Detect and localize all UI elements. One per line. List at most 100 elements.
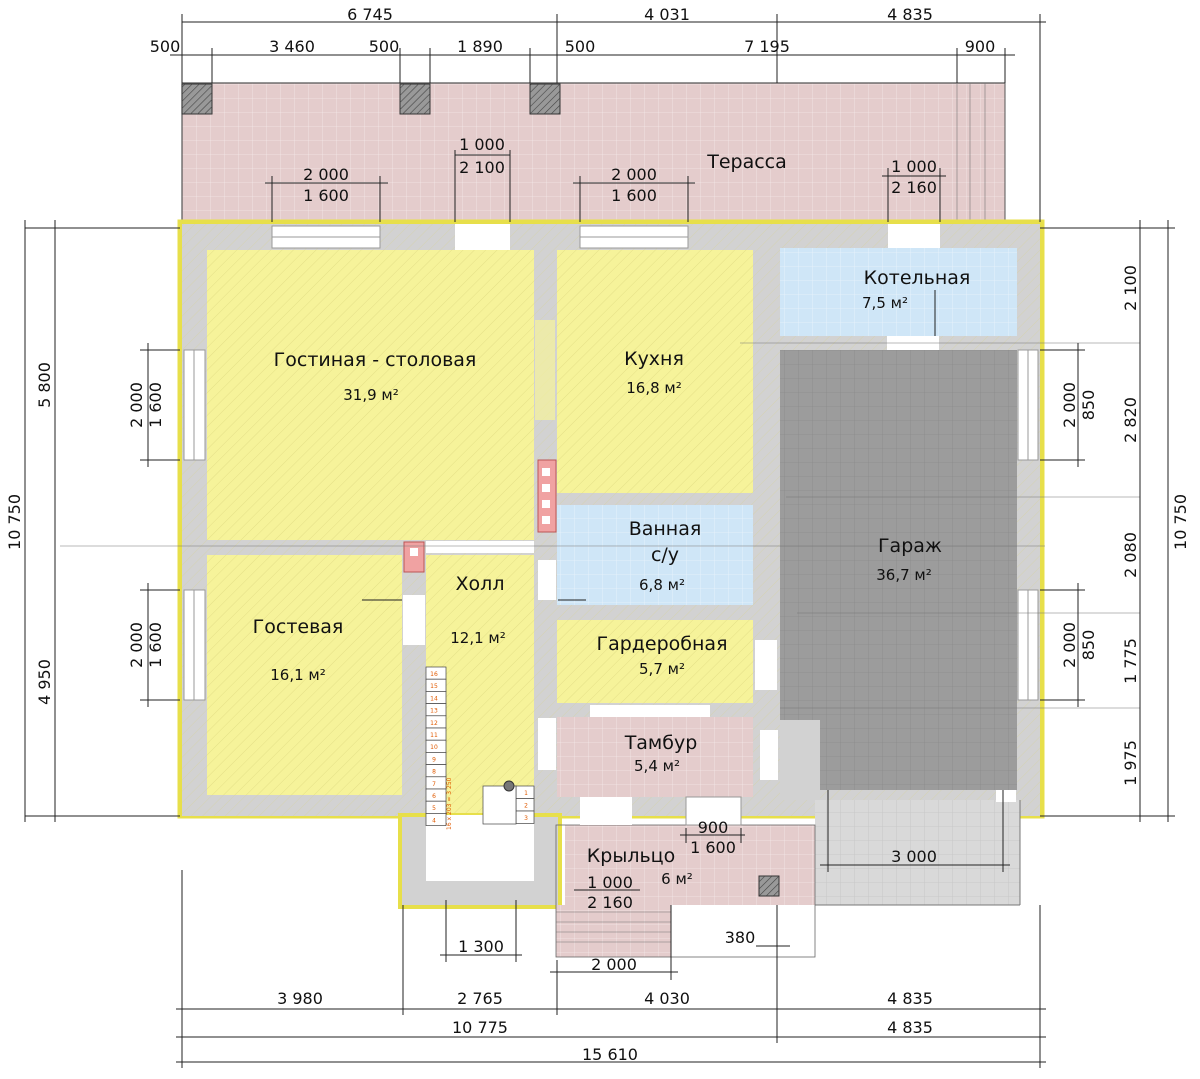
dim-left-win-lo-a: 2 000 xyxy=(127,622,146,668)
dim-top-1: 6 745 xyxy=(347,5,393,24)
area-kitchen: 16,8 м² xyxy=(626,379,682,397)
dim-top2-1: 500 xyxy=(150,37,181,56)
dim-left-upper: 5 800 xyxy=(35,362,54,408)
dim-top2-3: 500 xyxy=(369,37,400,56)
label-bath-wc: с/у xyxy=(651,544,679,566)
dim-bottom-3: 4 030 xyxy=(644,989,690,1008)
dim-right-outer: 10 750 xyxy=(1171,494,1190,550)
dim-porch-door-w: 1 000 xyxy=(587,873,633,892)
dim-left-win-lo-b: 1 600 xyxy=(146,622,165,668)
dim-porch-win-h: 1 600 xyxy=(690,838,736,857)
area-vestibule: 5,4 м² xyxy=(634,757,680,775)
dim-right-win-lo-a: 2 000 xyxy=(1060,622,1079,668)
dim-porch-width: 2 000 xyxy=(591,955,637,974)
area-guest: 16,1 м² xyxy=(270,666,326,684)
stair-step-number: 16 xyxy=(430,671,438,678)
dim-right-seg-3: 2 080 xyxy=(1121,532,1140,578)
label-bath: Ванная xyxy=(629,518,702,540)
dim-right-seg-4: 1 775 xyxy=(1121,638,1140,684)
annotation-lines xyxy=(60,290,1140,709)
dim-right-win-up-b: 850 xyxy=(1079,390,1098,421)
dim-top2-5: 500 xyxy=(565,37,596,56)
stair-step-number: 12 xyxy=(430,720,438,727)
stair-step-number: 10 xyxy=(430,744,438,751)
dim-win-terrace-2-h: 1 600 xyxy=(611,186,657,205)
stair-landing xyxy=(482,785,517,825)
dim-win-terrace-2-w: 2 000 xyxy=(611,165,657,184)
garage-apron xyxy=(815,800,1021,906)
dim-door-terrace-h: 2 100 xyxy=(459,158,505,177)
area-boiler: 7,5 м² xyxy=(862,294,908,312)
dim-top2-2: 3 460 xyxy=(269,37,315,56)
dim-right-win-lo-b: 850 xyxy=(1079,630,1098,661)
dim-top-2: 4 031 xyxy=(644,5,690,24)
label-hall: Холл xyxy=(456,573,505,595)
stair-step-number: 15 xyxy=(430,683,438,690)
room-labels: Терасса Котельная 7,5 м² Гостиная - стол… xyxy=(253,151,971,888)
stair-step-number: 8 xyxy=(432,769,436,776)
stair-step-number: 4 xyxy=(432,817,436,824)
dim-right-seg-1: 2 100 xyxy=(1121,265,1140,311)
stair-step xyxy=(425,813,447,826)
stair-label: 16 х 203 = 3 250 xyxy=(446,777,453,830)
label-wardrobe: Гардеробная xyxy=(596,633,727,655)
label-living: Гостиная - столовая xyxy=(274,349,477,371)
dim-win-terrace-1-w: 2 000 xyxy=(303,165,349,184)
area-living: 31,9 м² xyxy=(343,386,399,404)
area-wardrobe: 5,7 м² xyxy=(639,660,685,678)
label-kitchen: Кухня xyxy=(624,348,684,370)
stair-step-number: 5 xyxy=(432,805,436,812)
stair-step xyxy=(425,752,447,765)
stair-step xyxy=(425,764,447,778)
area-bath: 6,8 м² xyxy=(639,576,685,594)
dim-bottom-2: 2 765 xyxy=(457,989,503,1008)
dim-porch-door-h: 2 160 xyxy=(587,893,633,912)
dim-door-boiler-w: 1 000 xyxy=(891,157,937,176)
dim-bottom-1: 3 980 xyxy=(277,989,323,1008)
dim-bottom-r2-1: 10 775 xyxy=(452,1018,508,1037)
dim-bottom-4: 4 835 xyxy=(887,989,933,1008)
label-garage: Гараж xyxy=(878,535,942,557)
label-terrace: Терасса xyxy=(706,151,787,173)
dim-top2-4: 1 890 xyxy=(457,37,503,56)
label-guest: Гостевая xyxy=(253,616,344,638)
stair-step-number: 2 xyxy=(524,803,528,810)
stair-step-number: 14 xyxy=(430,695,438,702)
label-boiler: Котельная xyxy=(864,267,971,289)
stair-step xyxy=(425,776,447,790)
dim-left-lower: 4 950 xyxy=(35,659,54,705)
dim-bottom-r2-2: 4 835 xyxy=(887,1018,933,1037)
area-garage: 36,7 м² xyxy=(876,566,932,584)
dimension-lines xyxy=(24,14,1175,1068)
dim-porch-win-w: 900 xyxy=(698,818,729,837)
dim-right-win-up-a: 2 000 xyxy=(1060,382,1079,428)
dim-right-seg-5: 1 975 xyxy=(1121,740,1140,786)
rooms xyxy=(207,248,1017,880)
dim-top2-7: 900 xyxy=(965,37,996,56)
windows xyxy=(183,224,1039,826)
stair-newel xyxy=(503,780,515,792)
dim-door-terrace-w: 1 000 xyxy=(459,135,505,154)
label-porch: Крыльцо xyxy=(587,845,675,867)
stair-step xyxy=(425,800,447,814)
label-vestibule: Тамбур xyxy=(624,732,698,754)
dim-stair-width: 1 300 xyxy=(458,937,504,956)
stair-step-number: 6 xyxy=(432,793,436,800)
stair-step-number: 13 xyxy=(430,708,438,715)
area-porch: 6 м² xyxy=(661,870,693,888)
terrace xyxy=(181,82,1006,223)
stair-step-number: 3 xyxy=(524,815,528,822)
dim-right-seg-2: 2 820 xyxy=(1121,397,1140,443)
area-hall: 12,1 м² xyxy=(450,629,506,647)
dim-top2-6: 7 195 xyxy=(744,37,790,56)
dim-door-boiler-h: 2 160 xyxy=(891,178,937,197)
dim-win-terrace-1-h: 1 600 xyxy=(303,186,349,205)
dim-porch-offset: 380 xyxy=(725,928,756,947)
dim-left-win-up-b: 1 600 xyxy=(146,382,165,428)
stair-step-number: 11 xyxy=(430,732,438,739)
dim-left-win-up-a: 2 000 xyxy=(127,382,146,428)
dim-left-outer: 10 750 xyxy=(5,494,24,550)
dimension-labels: 6 745 4 031 4 835 500 3 460 500 1 890 50… xyxy=(5,5,1190,1064)
stair-step-number: 1 xyxy=(524,790,528,797)
